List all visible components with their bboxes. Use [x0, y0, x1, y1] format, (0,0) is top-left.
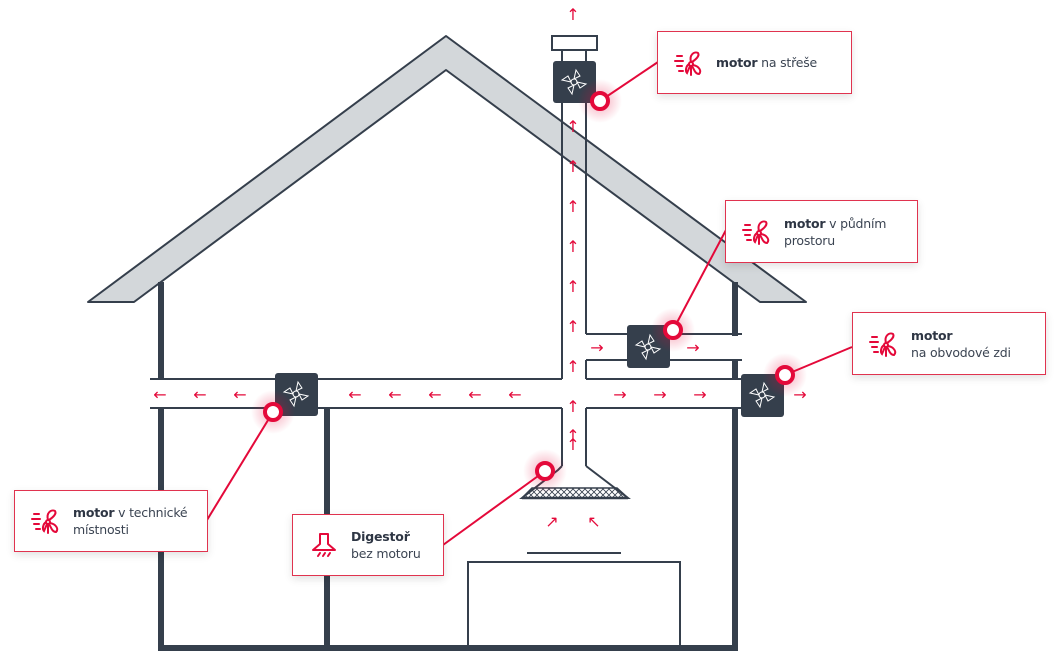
- fan-icon: [674, 51, 702, 76]
- airflow-arrow-up: ↑: [566, 426, 579, 445]
- airflow-arrow-right: →: [793, 385, 806, 404]
- marker-ring: [523, 449, 567, 493]
- airflow-arrow-up: ↑: [566, 197, 579, 216]
- airflow-arrow-left: ←: [233, 385, 246, 404]
- airflow-arrow-up: ↑: [566, 237, 579, 256]
- marker-ring: [578, 79, 622, 123]
- roof: [87, 35, 807, 303]
- airflow-arrow-up: ↑: [566, 157, 579, 176]
- airflow-arrow-up: ↑: [566, 277, 579, 296]
- airflow-arrow-left: ←: [348, 385, 361, 404]
- chimney-cap: [551, 35, 598, 51]
- airflow-arrow-up: ↑: [566, 357, 579, 376]
- callout-text: motor na střeše: [716, 55, 818, 70]
- airflow-arrow-right: →: [590, 338, 603, 357]
- airflow-arrow-left: ←: [193, 385, 206, 404]
- airflow-arrow-left: ←: [153, 385, 166, 404]
- airflow-arrow-left: ←: [388, 385, 401, 404]
- hood-icon: [312, 533, 336, 557]
- marker-ring: [251, 390, 295, 434]
- airflow-arrow-up: ↑: [566, 435, 579, 454]
- airflow-arrow-up: ↑: [566, 317, 579, 336]
- marker-ring: [763, 353, 807, 397]
- airflow-arrow-up: ↑: [566, 397, 579, 416]
- airflow-arrow-right: →: [693, 385, 706, 404]
- callout-roof-motor: motor na střeše: [657, 31, 852, 94]
- marker-ring: [651, 308, 695, 352]
- airflow-arrow-left: ←: [508, 385, 521, 404]
- airflow-arrow-right: →: [613, 385, 626, 404]
- airflow-arrow-right: →: [686, 338, 699, 357]
- fan-icon: [869, 332, 897, 357]
- airflow-arrow-in: ↗: [545, 512, 558, 531]
- ducts: [150, 100, 745, 649]
- airflow-arrow-in: ↖: [587, 512, 600, 531]
- airflow-arrow-up: ↑: [566, 5, 579, 24]
- airflow-arrow-left: ←: [468, 385, 481, 404]
- airflow-arrow-left: ←: [428, 385, 441, 404]
- fan-icon: [31, 509, 59, 534]
- airflow-arrow-up: ↑: [566, 117, 579, 136]
- fan-icon: [742, 220, 770, 245]
- airflow-arrow-right: →: [653, 385, 666, 404]
